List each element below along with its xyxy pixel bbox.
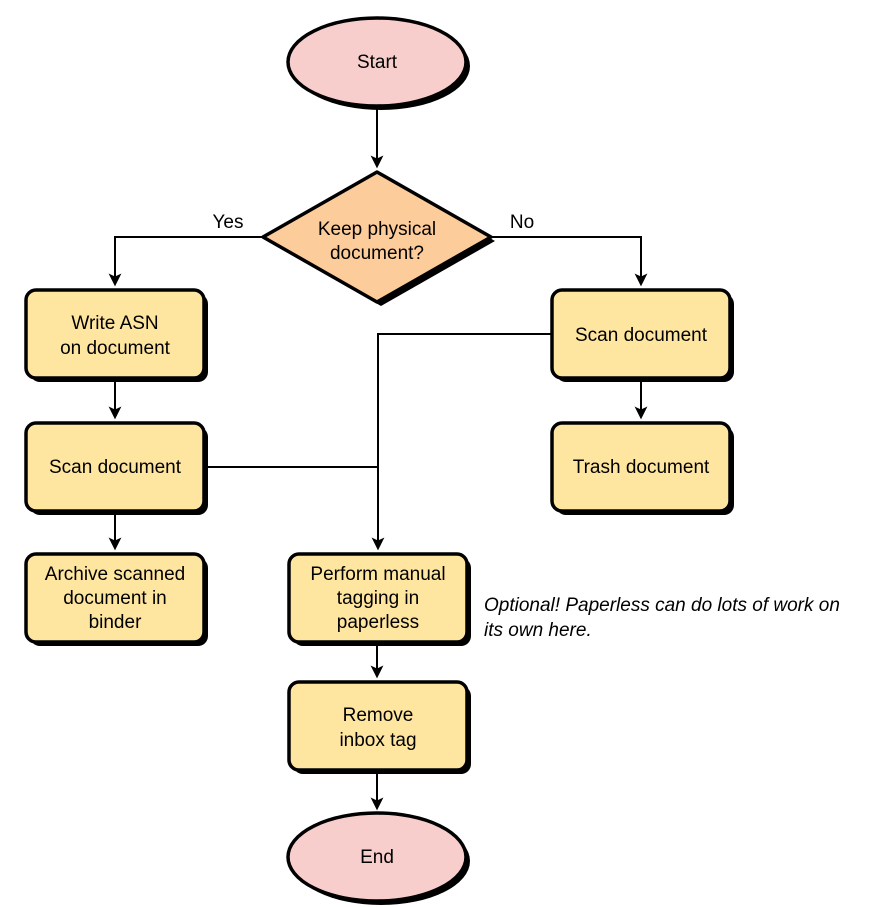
- write-asn-box[interactable]: [24, 288, 206, 380]
- write-asn-label-line2: on document: [60, 338, 171, 359]
- node-remove-inbox-tag[interactable]: Remove inbox tag: [287, 680, 471, 774]
- archive-label-line2: document in: [63, 588, 167, 609]
- edge-labels-layer: Yes No: [213, 212, 535, 233]
- remove-inbox-tag-label-line1: Remove: [343, 705, 414, 726]
- scan-document-right-label: Scan document: [575, 325, 708, 346]
- trash-label: Trash document: [573, 457, 710, 478]
- annotation-line1: Optional! Paperless can do lots of work …: [484, 595, 840, 616]
- decision-diamond[interactable]: [261, 170, 493, 304]
- annotation-optional-paperless: Optional! Paperless can do lots of work …: [484, 595, 840, 641]
- archive-label-line1: Archive scanned: [45, 564, 185, 585]
- decision-label-line1: Keep physical: [318, 219, 436, 240]
- node-perform-manual-tagging[interactable]: Perform manual tagging in paperless: [287, 552, 471, 646]
- scan-document-left-box[interactable]: [24, 421, 206, 513]
- node-trash-document[interactable]: Trash document: [550, 421, 734, 515]
- node-start[interactable]: Start: [286, 16, 470, 110]
- start-label: Start: [357, 52, 398, 73]
- remove-inbox-tag-label-line2: inbox tag: [339, 730, 416, 751]
- edge-label-no: No: [510, 212, 534, 233]
- node-end[interactable]: End: [286, 811, 470, 905]
- node-archive-scanned-document[interactable]: Archive scanned document in binder: [24, 552, 208, 646]
- start-ellipse[interactable]: [286, 16, 468, 108]
- decision-label-line2: document?: [330, 243, 424, 264]
- edge-scanright-tagging: [371, 333, 552, 551]
- end-ellipse[interactable]: [286, 811, 468, 903]
- node-decision-keep-physical-document[interactable]: Keep physical document?: [261, 170, 495, 306]
- edge-label-yes: Yes: [213, 212, 244, 233]
- remove-inbox-tag-box[interactable]: [287, 680, 469, 772]
- write-asn-label-line1: Write ASN: [71, 313, 158, 334]
- edge-decision-scanright: [491, 236, 648, 287]
- scan-document-right-box[interactable]: [550, 288, 732, 380]
- edge-decision-write: [108, 236, 263, 287]
- tagging-label-line3: paperless: [337, 612, 419, 633]
- archive-box[interactable]: [24, 552, 206, 644]
- node-scan-document-right[interactable]: Scan document: [550, 288, 734, 382]
- tagging-label-line2: tagging in: [337, 588, 419, 609]
- annotation-line2: its own here.: [484, 620, 592, 641]
- end-label: End: [360, 847, 394, 868]
- node-scan-document-left[interactable]: Scan document: [24, 421, 208, 515]
- archive-label-line3: binder: [89, 612, 142, 633]
- tagging-label-line1: Perform manual: [310, 564, 445, 585]
- tagging-box[interactable]: [287, 552, 469, 644]
- node-write-asn-on-document[interactable]: Write ASN on document: [24, 288, 208, 382]
- edges-layer: [108, 106, 648, 811]
- scan-document-left-label: Scan document: [49, 457, 182, 478]
- trash-box[interactable]: [550, 421, 732, 513]
